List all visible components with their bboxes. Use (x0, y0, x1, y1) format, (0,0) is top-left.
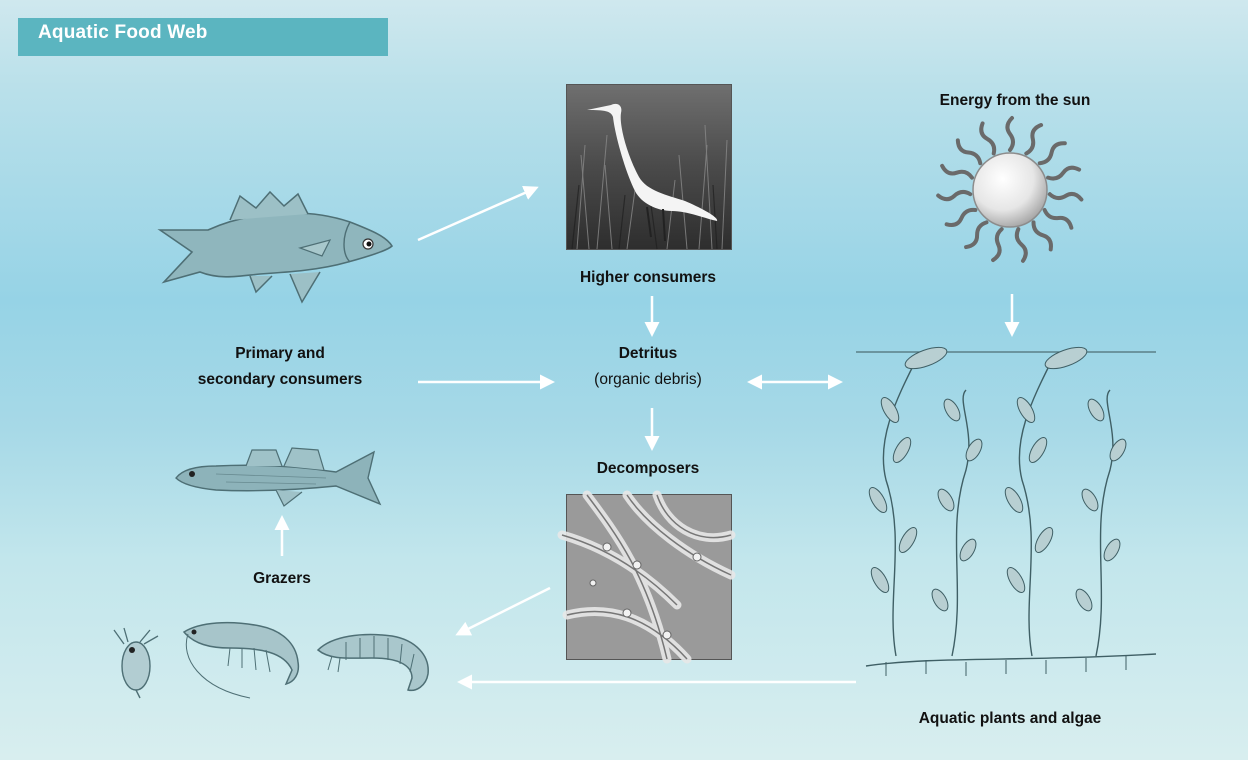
arrow-fish-to-egret (418, 188, 536, 240)
arrow-decomposers-to-grazers (458, 588, 550, 634)
